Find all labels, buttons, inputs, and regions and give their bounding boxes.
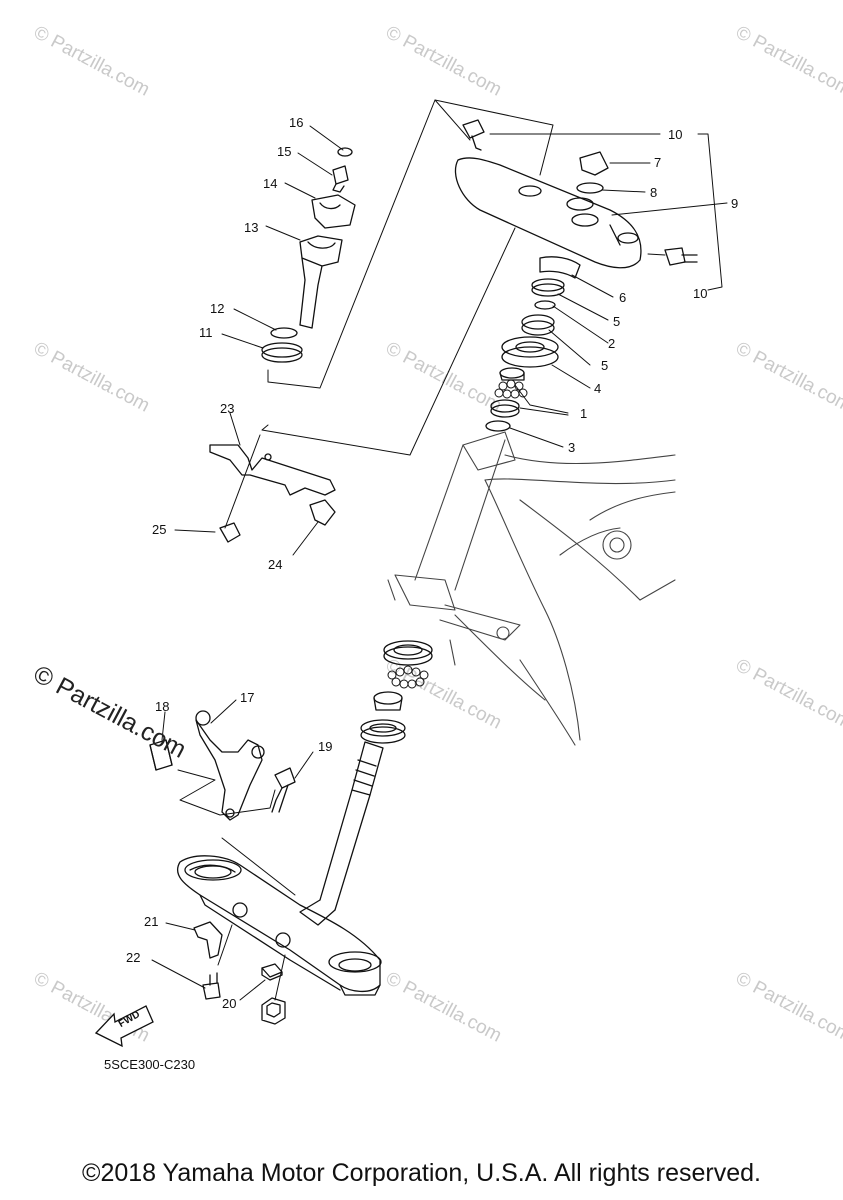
callout-21: 21 [144,914,159,929]
callout-11: 11 [199,325,213,340]
callout-17: 17 [240,690,255,705]
callout-8: 8 [650,185,658,200]
callout-1: 1 [580,406,588,421]
callout-23: 23 [220,401,235,416]
frame-outline [387,431,676,746]
upper-bracket-assembly [454,119,698,269]
callout-13: 13 [244,220,259,235]
callout-2: 2 [608,336,616,351]
callout-10-bottom: 10 [693,286,708,301]
callout-20: 20 [222,996,237,1011]
assembly-lines [177,99,554,1001]
callout-16: 16 [289,115,304,130]
lower-bracket [176,855,382,996]
callout-18: 18 [155,699,170,714]
callout-10-top: 10 [668,127,683,142]
clip-21 [193,921,223,959]
steering-stem [299,741,384,926]
callout-25: 25 [152,522,167,537]
callout-24: 24 [268,557,283,572]
callout-22: 22 [126,950,141,965]
callout-12: 12 [210,301,225,316]
callout-5-upper: 5 [613,314,621,329]
callout-7: 7 [654,155,662,170]
callout-14: 14 [263,176,278,191]
callout-9: 9 [731,196,739,211]
callout-6: 6 [619,290,627,305]
callout-5-lower: 5 [601,358,609,373]
leader-lines [151,125,728,1001]
handlebar-holder-assembly [261,147,356,363]
callout-4: 4 [594,381,602,396]
fwd-arrow [94,1005,154,1048]
lower-bearing-stack [360,640,433,744]
meter-bracket [149,710,296,821]
callout-19: 19 [318,739,333,754]
lower-fasteners [202,963,286,1025]
callout-3: 3 [568,440,576,455]
upper-bearing-stack [485,256,581,432]
diagram-code: 5SCE300-C230 [104,1057,196,1072]
copyright-footer: ©2018 Yamaha Motor Corporation, U.S.A. A… [82,1159,761,1187]
cable-guide-assembly [209,444,336,543]
callout-15: 15 [277,144,292,159]
